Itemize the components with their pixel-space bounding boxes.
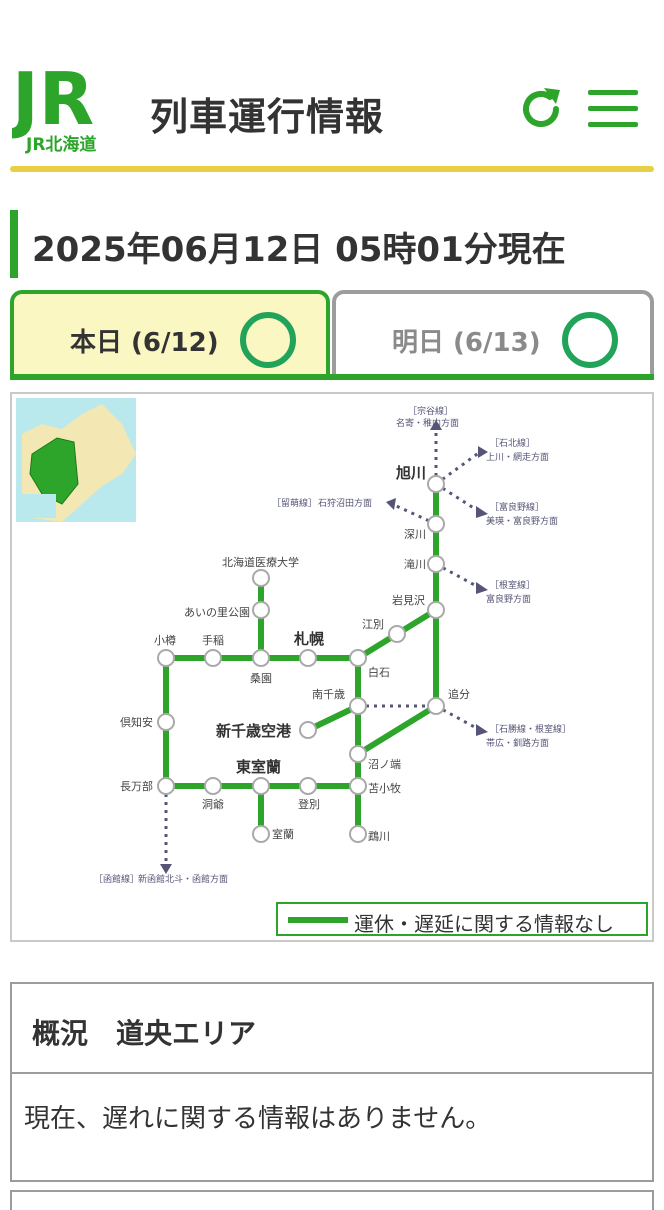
station-iryodai[interactable]: 北海道医療大学 <box>222 555 299 569</box>
jr-hokkaido-logo[interactable]: JR JR北海道 <box>7 57 132 155</box>
station-takikawa[interactable]: 滝川 <box>404 558 426 571</box>
dir-sekihoku-line[interactable]: ［石北線］ <box>490 437 535 449</box>
legend-line-swatch <box>288 917 348 923</box>
dir-sekisho-line[interactable]: ［石勝線・根室線］ <box>490 723 571 735</box>
station-minamichitose[interactable]: 南千歳 <box>312 688 345 701</box>
station-oshamambe[interactable]: 長万部 <box>120 779 153 793</box>
station-mukawa[interactable]: 鵡川 <box>368 829 390 843</box>
station-higashimuroran[interactable]: 東室蘭 <box>236 758 281 776</box>
station-ainosato[interactable]: あいの里公園 <box>184 606 250 619</box>
tab-today[interactable]: 本日 (6/12) <box>10 290 330 378</box>
menu-button[interactable] <box>586 88 640 130</box>
station-tomakomai[interactable]: 苫小牧 <box>368 781 401 795</box>
dir-nemuro-line[interactable]: ［根室線］ <box>490 579 535 591</box>
app-header: JR JR北海道 列車運行情報 <box>0 0 664 175</box>
hokkaido-inset-map[interactable] <box>16 398 136 522</box>
summary-header: 概況 道央エリア <box>12 984 652 1074</box>
station-iwamizawa[interactable]: 岩見沢 <box>392 593 425 607</box>
page-title: 列車運行情報 <box>150 95 385 139</box>
circle-ok-icon <box>240 312 296 368</box>
station-oiwake[interactable]: 追分 <box>448 687 470 701</box>
dir-soya-line[interactable]: ［宗谷線］ <box>408 405 453 417</box>
station-asahikawa[interactable]: 旭川 <box>395 464 426 482</box>
legend-text: 運休・遅延に関する情報なし <box>354 912 614 936</box>
jr-logo-icon: JR JR北海道 <box>7 57 96 155</box>
summary-card: 概況 道央エリア 現在、遅れに関する情報はありません。 <box>10 982 654 1182</box>
dir-hakodate-line[interactable]: ［函館線］ <box>94 873 139 885</box>
station-shinchitose[interactable]: 新千歳空港 <box>216 722 292 740</box>
station-otaru[interactable]: 小樽 <box>154 633 176 647</box>
refresh-button[interactable] <box>516 84 566 134</box>
station-muroran[interactable]: 室蘭 <box>272 827 294 841</box>
status-datetime: 2025年06月12日 05時01分現在 <box>32 230 566 270</box>
tab-tomorrow-label: 明日 (6/13) <box>392 328 541 358</box>
dir-rumoi-dest[interactable]: 石狩沼田方面 <box>318 497 372 509</box>
dir-hakodate-dest[interactable]: 新函館北斗・函館方面 <box>138 873 228 885</box>
station-shiroishi[interactable]: 白石 <box>368 665 390 679</box>
station-numanohata[interactable]: 沼ノ端 <box>368 757 401 771</box>
tab-underline <box>10 374 654 380</box>
station-teine[interactable]: 手稲 <box>202 633 224 647</box>
refresh-icon <box>523 88 560 127</box>
logo-letters: JR <box>12 62 94 141</box>
dir-sekisho-dest[interactable]: 帯広・釧路方面 <box>486 737 549 749</box>
header-divider <box>10 166 654 172</box>
map-legend: 運休・遅延に関する情報なし <box>276 902 648 936</box>
dir-furano-dest[interactable]: 美瑛・富良野方面 <box>486 515 558 527</box>
station-kutchan[interactable]: 倶知安 <box>120 715 153 729</box>
dir-sekihoku-dest[interactable]: 上川・網走方面 <box>486 451 549 463</box>
dir-rumoi-line[interactable]: ［留萌線］ <box>272 497 317 509</box>
station-fukagawa[interactable]: 深川 <box>404 528 426 541</box>
station-toya[interactable]: 洞爺 <box>202 797 224 811</box>
station-markers <box>157 475 445 843</box>
tab-today-label: 本日 (6/12) <box>70 328 219 358</box>
route-map: 旭川 深川 滝川 岩見沢 江別 札幌 白石 桑園 手稲 小樽 あいの里公園 北海… <box>10 392 654 942</box>
station-kuwazono[interactable]: 桑園 <box>250 672 272 685</box>
date-accent-bar <box>10 210 18 278</box>
circle-ok-icon <box>562 312 618 368</box>
dir-furano-line[interactable]: ［富良野線］ <box>490 501 544 513</box>
station-sapporo[interactable]: 札幌 <box>293 630 324 648</box>
station-ebetsu[interactable]: 江別 <box>362 618 384 631</box>
direction-arrows <box>160 420 488 874</box>
logo-subtext: JR北海道 <box>25 134 96 154</box>
summary-title: 概況 道央エリア <box>32 1017 257 1050</box>
summary-body: 現在、遅れに関する情報はありません。 <box>24 1104 492 1134</box>
next-card <box>10 1190 654 1210</box>
tab-tomorrow[interactable]: 明日 (6/13) <box>332 290 654 378</box>
hamburger-menu-icon <box>588 90 638 95</box>
dir-nemuro-dest[interactable]: 富良野方面 <box>486 593 531 605</box>
route-map-svg: 旭川 深川 滝川 岩見沢 江別 札幌 白石 桑園 手稲 小樽 あいの里公園 北海… <box>16 398 571 885</box>
station-noboribetsu[interactable]: 登別 <box>298 797 320 811</box>
dir-soya-dest[interactable]: 名寄・稚内方面 <box>396 417 459 429</box>
